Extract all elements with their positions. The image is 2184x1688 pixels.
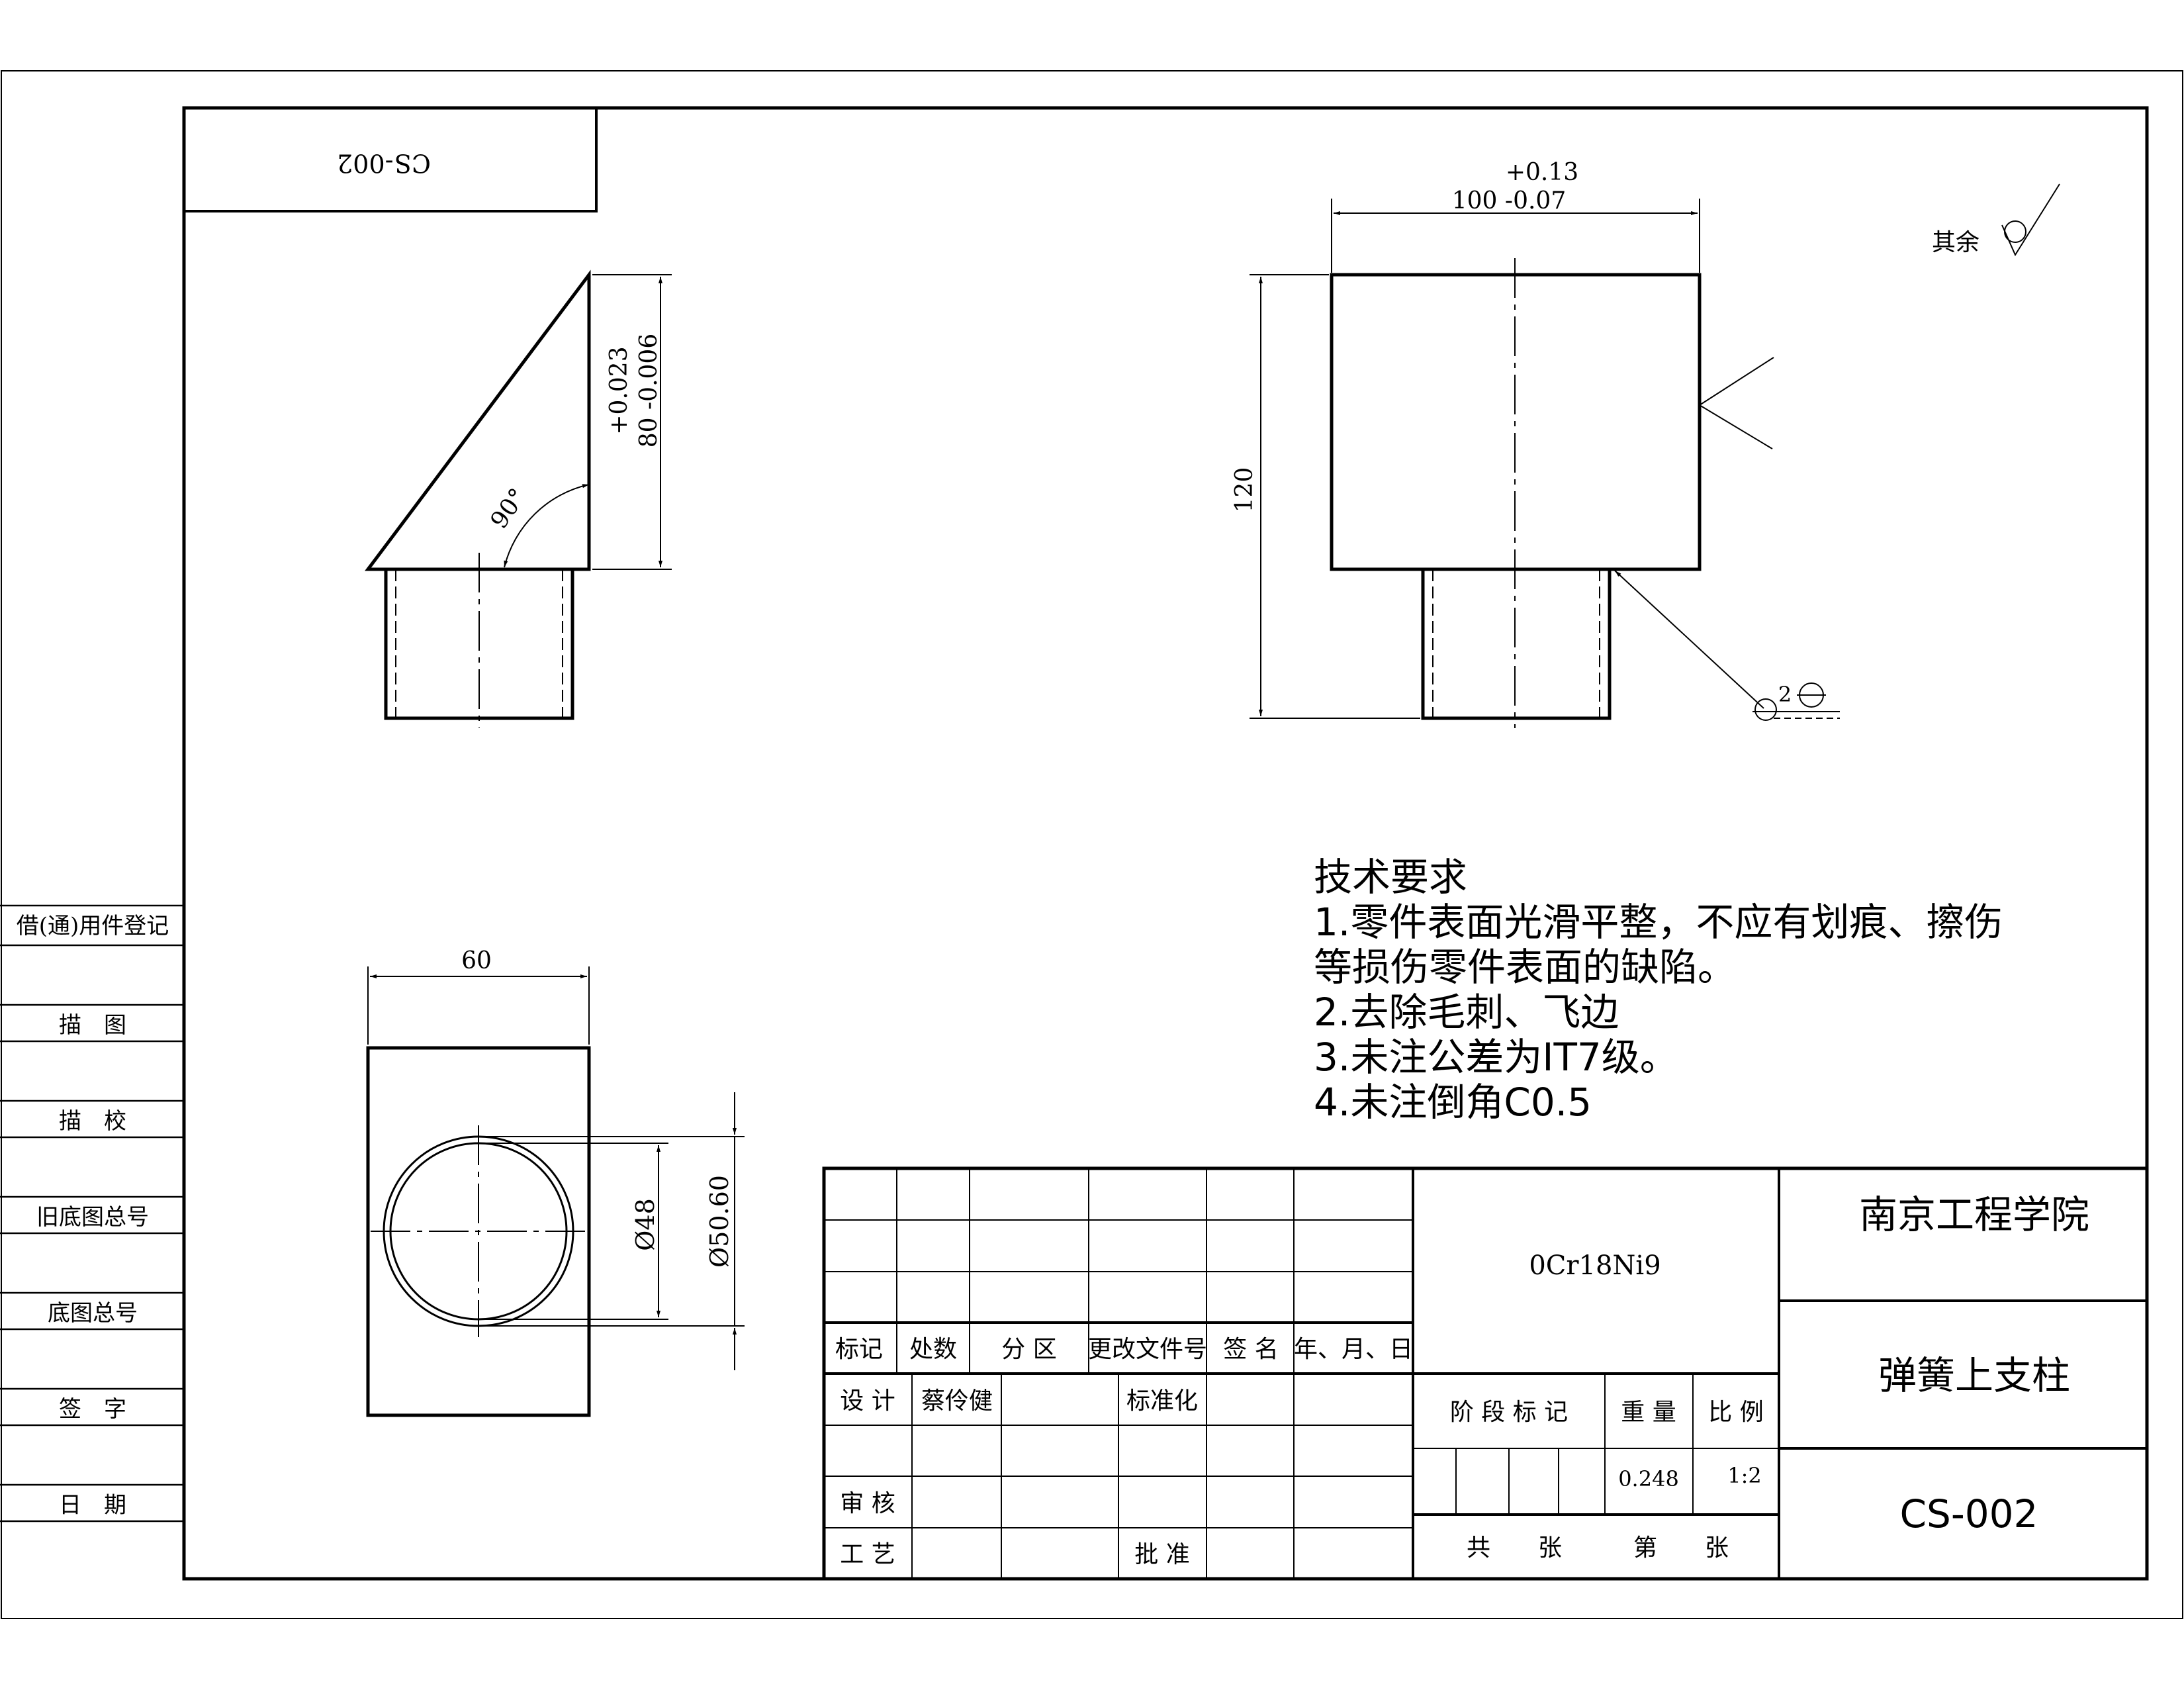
front-height-basic: 80 -0.006 <box>635 334 662 447</box>
strip-label-trace-check: 描 校 <box>59 1108 126 1135</box>
process-label: 工 艺 <box>840 1541 895 1568</box>
tech-item-1b: 等损伤零件表面的缺陷。 <box>1314 945 1736 990</box>
strip-label-trace: 描 图 <box>59 1012 126 1039</box>
top-view <box>366 966 745 1417</box>
scale-label: 比 例 <box>1708 1399 1763 1426</box>
left-registration-strip <box>0 904 184 1523</box>
title-block-text: 标记 处数 分 区 更改文件号 签 名 年、月、日 设 计 蔡伶健 标准化 审 … <box>835 1192 2089 1568</box>
material-value: 0Cr18Ni9 <box>1529 1250 1661 1281</box>
rev-header-change-doc: 更改文件号 <box>1088 1336 1207 1363</box>
top-width-label: 60 <box>461 947 492 974</box>
weight-label: 重 量 <box>1621 1399 1676 1426</box>
general-roughness-note: 其余 <box>1932 229 1979 256</box>
surface-roughness-symbol <box>1698 357 1774 449</box>
tech-item-2: 2.去除毛刺、飞边 <box>1314 990 1619 1035</box>
side-cylinder-outline <box>1421 567 1612 720</box>
rev-header-zone: 分 区 <box>1001 1336 1056 1363</box>
stamp-code-rotated: CS-002 <box>337 149 431 178</box>
sheet-number-label: 第 张 <box>1633 1534 1729 1562</box>
front-view <box>364 269 672 728</box>
tech-item-4: 4.未注倒角C0.5 <box>1314 1080 1592 1125</box>
weight-value: 0.248 <box>1618 1466 1679 1491</box>
design-label: 设 计 <box>840 1387 895 1415</box>
angle-arc <box>504 484 590 568</box>
strip-label-old-base-no: 旧底图总号 <box>36 1204 149 1231</box>
rev-header-count: 处数 <box>909 1336 957 1363</box>
strip-label-base-no: 底图总号 <box>48 1300 138 1327</box>
position-leader <box>1614 570 1764 709</box>
total-sheets-label: 共 张 <box>1467 1534 1562 1562</box>
drawing-number: CS-002 <box>1900 1491 2038 1536</box>
tech-item-1: 1.零件表面光滑平整，不应有划痕、擦伤 <box>1314 900 2003 945</box>
title-block-grid <box>822 1166 2149 1581</box>
side-width-tol: +0.13 <box>1506 159 1578 186</box>
general-roughness-symbol <box>2001 183 2060 257</box>
designer-name: 蔡伶健 <box>921 1387 993 1415</box>
tech-item-3: 3.未注公差为IT7级。 <box>1314 1035 1678 1080</box>
rev-header-date: 年、月、日 <box>1294 1336 1413 1363</box>
part-name: 弹簧上支柱 <box>1878 1353 2070 1398</box>
outer-dia-label: Ø50.60 <box>705 1175 734 1268</box>
stamp-box: CS-002 <box>183 107 598 212</box>
side-width-basic: 100 -0.07 <box>1452 187 1566 214</box>
stage-label: 阶 段 标 记 <box>1450 1399 1568 1426</box>
scale-value: 1:2 <box>1727 1463 1762 1488</box>
rev-header-mark: 标记 <box>835 1336 883 1363</box>
position-tol-value: 2 <box>1778 682 1792 707</box>
standardize-label: 标准化 <box>1126 1387 1198 1415</box>
front-angle-label: 90° <box>485 484 531 534</box>
tech-title: 技术要求 <box>1314 855 1467 900</box>
top-body-outline <box>366 1046 591 1417</box>
strip-label-borrow: 借(通)用件登记 <box>17 913 169 939</box>
left-strip-labels: 借(通)用件登记 描 图 描 校 旧底图总号 底图总号 签 字 日 期 <box>17 913 169 1519</box>
rev-header-sign: 签 名 <box>1223 1336 1278 1363</box>
side-height-label: 120 <box>1231 467 1258 513</box>
school-name: 南京工程学院 <box>1859 1192 2089 1237</box>
review-label: 审 核 <box>840 1490 895 1517</box>
strip-label-signature: 签 字 <box>59 1396 126 1423</box>
tech-requirements: 技术要求 1.零件表面光滑平整，不应有划痕、擦伤 等损伤零件表面的缺陷。 2.去… <box>1314 855 2003 1125</box>
inner-dia-label: Ø48 <box>631 1198 660 1251</box>
wedge-outline <box>364 269 591 571</box>
strip-label-date: 日 期 <box>59 1492 126 1519</box>
approve-label: 批 准 <box>1134 1541 1189 1568</box>
sheet-outer-border <box>1 70 2183 1619</box>
side-view <box>1250 183 2060 728</box>
front-height-tol: +0.023 <box>606 346 633 434</box>
